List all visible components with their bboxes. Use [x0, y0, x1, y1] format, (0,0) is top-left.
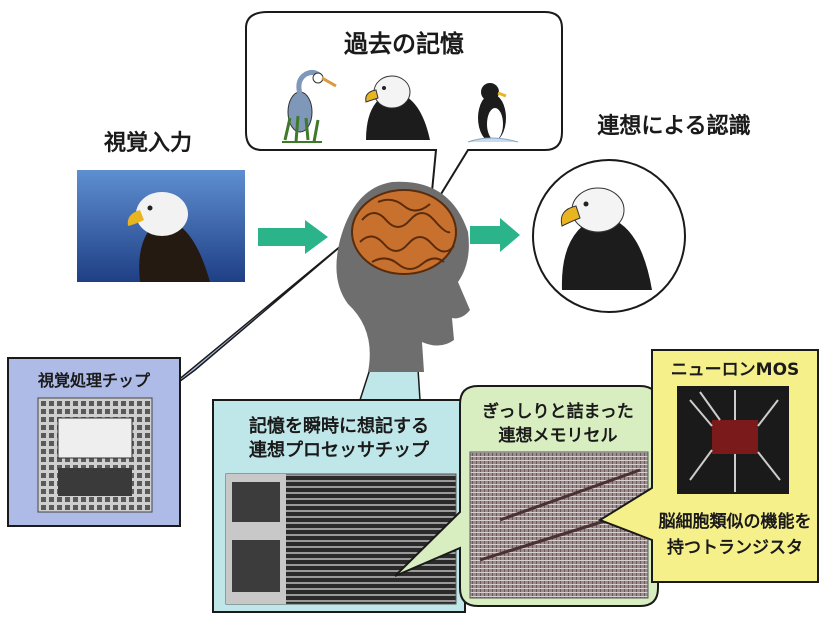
memory-cell-line1: ぎっしりと詰まった — [482, 401, 634, 422]
penguin-icon — [467, 83, 519, 143]
eagle-icon — [365, 75, 430, 140]
brain-icon — [351, 189, 457, 275]
neuron-mos-title: ニューロンMOS — [671, 360, 800, 380]
memory-title: 過去の記憶 — [344, 30, 464, 58]
neuron-mos-image — [677, 386, 789, 494]
vision-chip-label: 視覚処理チップ — [37, 371, 151, 390]
neuron-mos-line2: 持つトランジスタ — [667, 537, 803, 558]
recognition-label: 連想による認識 — [597, 113, 750, 139]
input-eagle-photo — [77, 170, 245, 282]
vision-chip-image — [37, 397, 153, 513]
associative-chip-line1: 記憶を瞬時に想記する — [249, 415, 429, 437]
associative-chip-line2: 連想プロセッサチップ — [249, 439, 430, 461]
input-label: 視覚入力 — [104, 130, 192, 156]
associative-chip-image — [225, 473, 457, 605]
arrow-right-icon — [258, 220, 328, 254]
heron-icon — [282, 69, 337, 143]
arrow-right-icon — [470, 218, 520, 252]
memory-cell-line2: 連想メモリセル — [499, 425, 618, 446]
neuron-mos-line1: 脳細胞類似の機能を — [659, 511, 812, 532]
eagle-icon — [560, 187, 652, 290]
